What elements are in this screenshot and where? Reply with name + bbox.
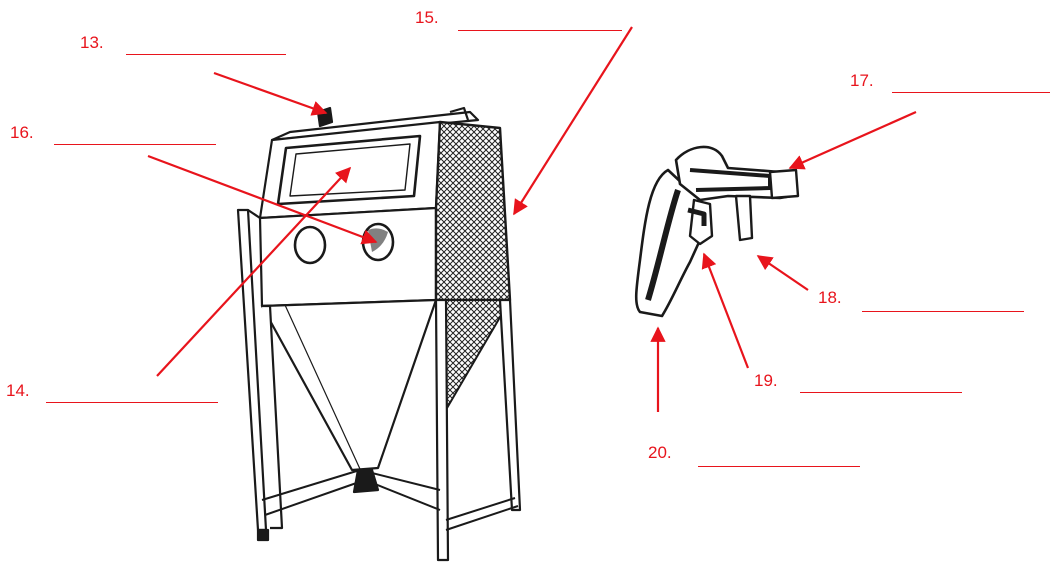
answer-blank-16[interactable]	[54, 144, 216, 145]
blast-cabinet	[236, 106, 522, 562]
callout-number-13: 13.	[80, 33, 104, 52]
media-pickup-tube	[734, 194, 754, 242]
answer-blank-18[interactable]	[862, 311, 1024, 312]
arrow-19	[701, 252, 750, 369]
arrow-13	[213, 71, 328, 116]
callout-arrows	[147, 26, 917, 412]
cabinet-hopper	[260, 298, 438, 472]
callout-number-17: 17.	[850, 71, 874, 90]
answer-blank-20[interactable]	[698, 466, 860, 467]
arrow-18	[756, 255, 809, 291]
side-filter-panel	[434, 120, 512, 302]
arrow-15	[513, 26, 633, 216]
callout-number-18: 18.	[818, 288, 842, 307]
callout-number-19: 19.	[754, 371, 778, 390]
answer-blank-13[interactable]	[126, 54, 286, 55]
callout-number-20: 20.	[648, 443, 672, 462]
trigger	[688, 198, 714, 246]
blast-gun	[634, 145, 800, 318]
gun-nozzle	[768, 168, 800, 200]
callout-number-15: 15.	[415, 8, 439, 27]
glove-port-left	[293, 225, 327, 265]
arrow-14	[156, 166, 352, 377]
answer-blank-19[interactable]	[800, 392, 962, 393]
cabinet-front-panel	[258, 206, 438, 308]
callout-number-14: 14.	[6, 381, 30, 400]
answer-blank-17[interactable]	[892, 92, 1050, 93]
callout-number-16: 16.	[10, 123, 34, 142]
arrow-17	[788, 110, 917, 170]
answer-blank-14[interactable]	[46, 402, 218, 403]
answer-blank-15[interactable]	[458, 30, 622, 31]
arrow-16	[147, 154, 378, 245]
